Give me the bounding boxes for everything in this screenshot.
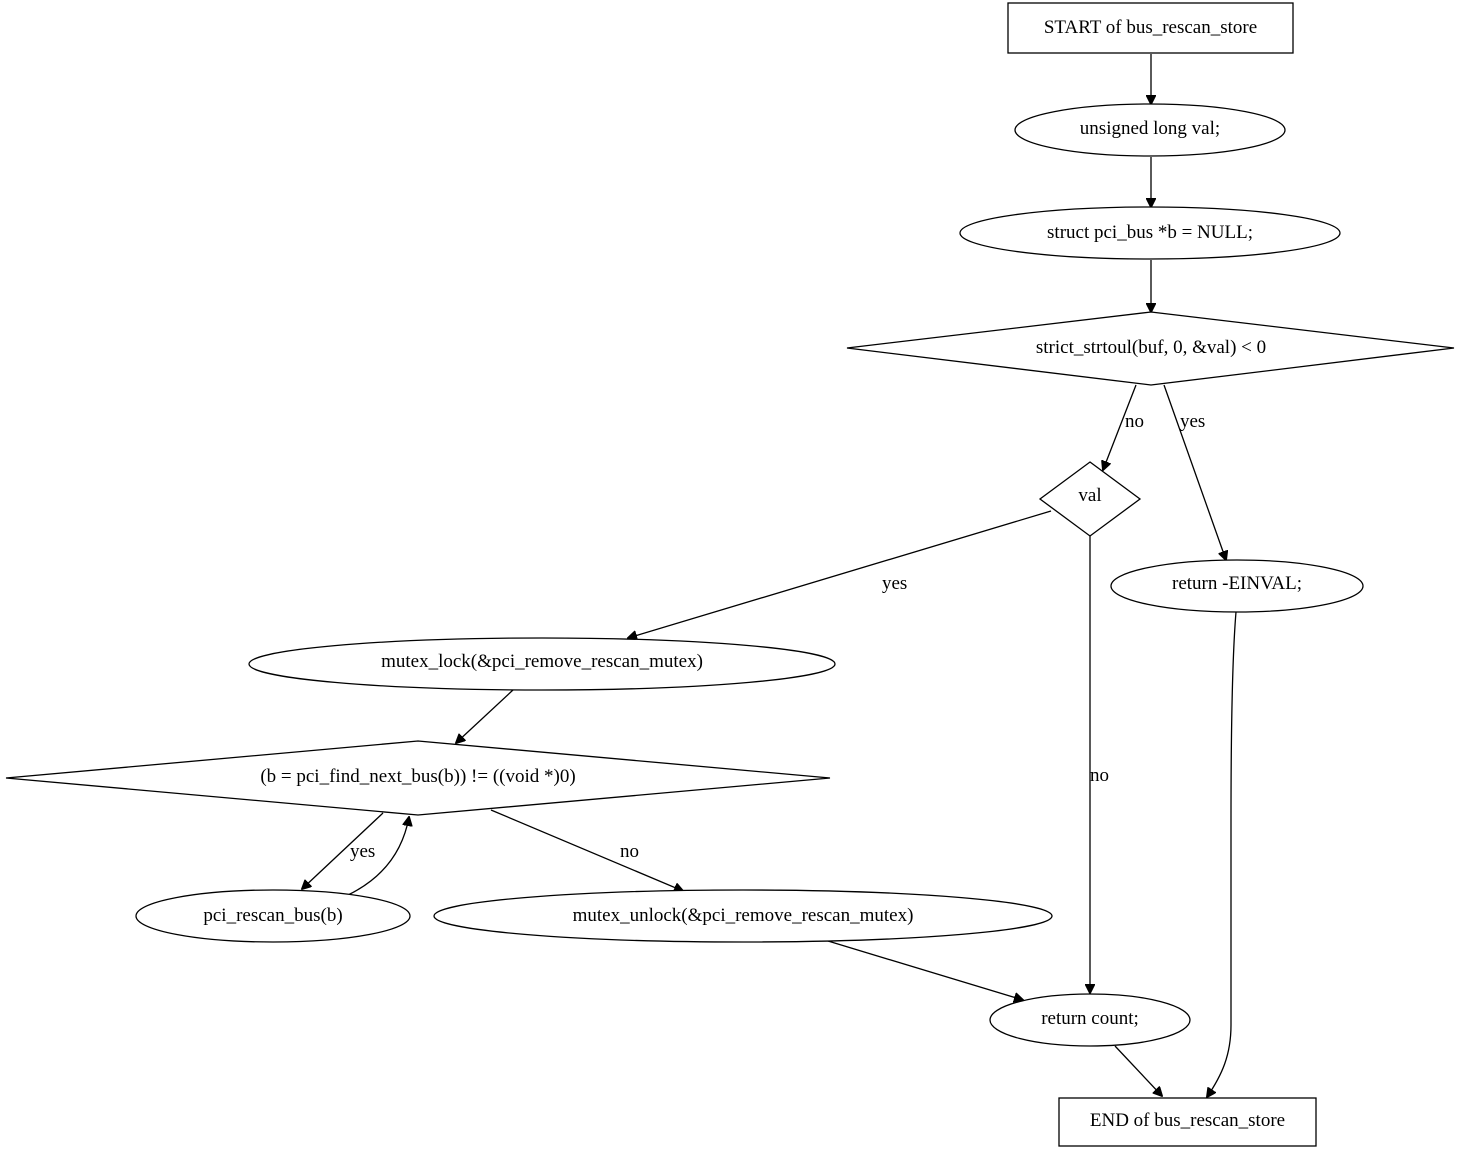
node-decl-val: unsigned long val; [1014,103,1286,157]
node-cond-val: val [1038,461,1142,537]
edge-count-to-end [1114,1045,1162,1096]
node-decl-b: struct pci_bus *b = NULL; [959,206,1341,260]
edge-lock-to-find [456,689,514,743]
node-mutex-unlock-shape [433,889,1053,943]
edge-label-strtoul-yes: yes [1180,411,1205,432]
edge-unlock-to-count [827,940,1023,1000]
edge-einval-to-end [1207,611,1237,1097]
edge-val-yes [628,510,1052,638]
node-mutex-unlock-label: mutex_unlock(&pci_remove_rescan_mutex) [573,905,914,926]
node-cond-find-bus: (b = pci_find_next_bus(b)) != ((void *)0… [5,740,831,816]
node-mutex-lock-shape [248,637,836,691]
node-decl-val-label: unsigned long val; [1080,118,1220,139]
edge-label-val-yes: yes [882,573,907,594]
edge-rescan-to-find [347,817,409,896]
node-rescan-bus-label: pci_rescan_bus(b) [203,905,342,926]
node-start: START of bus_rescan_store [1007,2,1294,54]
node-mutex-lock-label: mutex_lock(&pci_remove_rescan_mutex) [381,651,703,672]
node-end-label: END of bus_rescan_store [1090,1110,1285,1131]
edge-label-find-no: no [620,841,639,862]
node-decl-b-label: struct pci_bus *b = NULL; [1047,222,1253,243]
edge-find-yes [302,812,384,889]
nodes: START of bus_rescan_store unsigned long … [5,2,1455,1147]
node-cond-strtoul: strict_strtoul(buf, 0, &val) < 0 [846,311,1455,386]
node-return-count-label: return count; [1041,1008,1139,1029]
edge-labels: no yes yes no yes no [350,411,1205,862]
edge-find-no [490,809,683,891]
node-return-einval-label: return -EINVAL; [1172,573,1302,594]
node-return-einval: return -EINVAL; [1110,559,1364,613]
edge-label-strtoul-no: no [1125,411,1144,432]
node-cond-val-label: val [1078,485,1101,506]
node-cond-strtoul-label: strict_strtoul(buf, 0, &val) < 0 [1036,337,1266,358]
edges [302,54,1237,1097]
edge-label-val-no: no [1090,765,1109,786]
node-rescan-bus: pci_rescan_bus(b) [135,889,411,943]
node-mutex-lock: mutex_lock(&pci_remove_rescan_mutex) [248,637,836,691]
node-mutex-unlock: mutex_unlock(&pci_remove_rescan_mutex) [433,889,1053,943]
edge-strtoul-yes [1163,384,1226,560]
node-start-label: START of bus_rescan_store [1044,17,1257,38]
edge-label-find-yes: yes [350,841,375,862]
node-return-count: return count; [989,993,1191,1047]
node-end: END of bus_rescan_store [1058,1097,1317,1147]
edge-strtoul-no [1103,384,1137,470]
node-cond-find-bus-label: (b = pci_find_next_bus(b)) != ((void *)0… [260,766,575,787]
